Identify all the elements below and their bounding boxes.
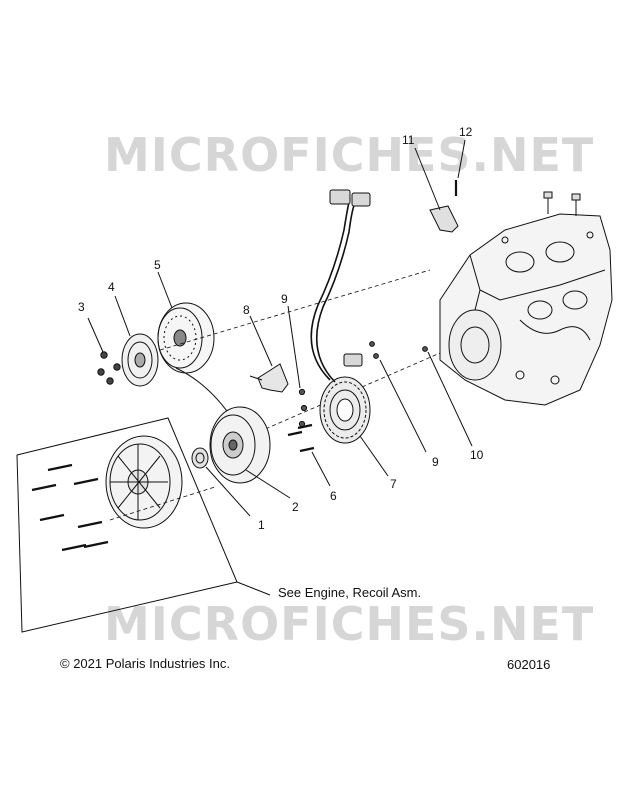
copyright-text: © 2021 Polaris Industries Inc. bbox=[60, 656, 230, 671]
part-10-dowel bbox=[422, 346, 428, 352]
part-3-nuts bbox=[97, 351, 121, 385]
figure-number: 602016 bbox=[507, 657, 551, 672]
callout-11: 11 bbox=[402, 133, 415, 147]
callout-9-left: 9 bbox=[281, 292, 288, 306]
recoil-bolts bbox=[31, 463, 109, 552]
watermark-top: MICROFICHES.NET bbox=[104, 128, 595, 182]
part-2-flywheel-assembly bbox=[209, 406, 271, 484]
part-11-sensor bbox=[429, 205, 459, 233]
callout-4: 4 bbox=[108, 280, 115, 294]
part-7-stator bbox=[319, 376, 371, 444]
callout-6: 6 bbox=[330, 489, 337, 503]
recoil-housing bbox=[105, 435, 183, 529]
recoil-assembly-note: See Engine, Recoil Asm. bbox=[278, 585, 422, 600]
callout-10: 10 bbox=[470, 448, 484, 462]
assembly-guides bbox=[109, 269, 471, 521]
part-9-screws-left bbox=[298, 388, 308, 428]
recoil-note-leader bbox=[236, 581, 271, 596]
callout-7: 7 bbox=[390, 477, 397, 491]
callout-5: 5 bbox=[154, 258, 161, 272]
part-5-flywheel bbox=[157, 302, 215, 374]
callout-9-right: 9 bbox=[432, 455, 439, 469]
watermark-bottom: MICROFICHES.NET bbox=[104, 597, 595, 651]
part-1-nut bbox=[191, 447, 209, 469]
callout-3: 3 bbox=[78, 300, 85, 314]
callout-12: 12 bbox=[459, 125, 473, 139]
part-6-bolts bbox=[287, 423, 315, 453]
engine-block bbox=[439, 191, 613, 406]
callout-2: 2 bbox=[292, 500, 299, 514]
part-9-pins-right bbox=[369, 341, 379, 359]
callout-8: 8 bbox=[243, 303, 250, 317]
stator-wire-harness bbox=[310, 197, 357, 383]
callout-1: 1 bbox=[258, 518, 265, 532]
harness-connectors bbox=[329, 189, 371, 367]
part-8-bracket bbox=[249, 363, 289, 393]
part-4-starter-cup bbox=[121, 333, 159, 387]
